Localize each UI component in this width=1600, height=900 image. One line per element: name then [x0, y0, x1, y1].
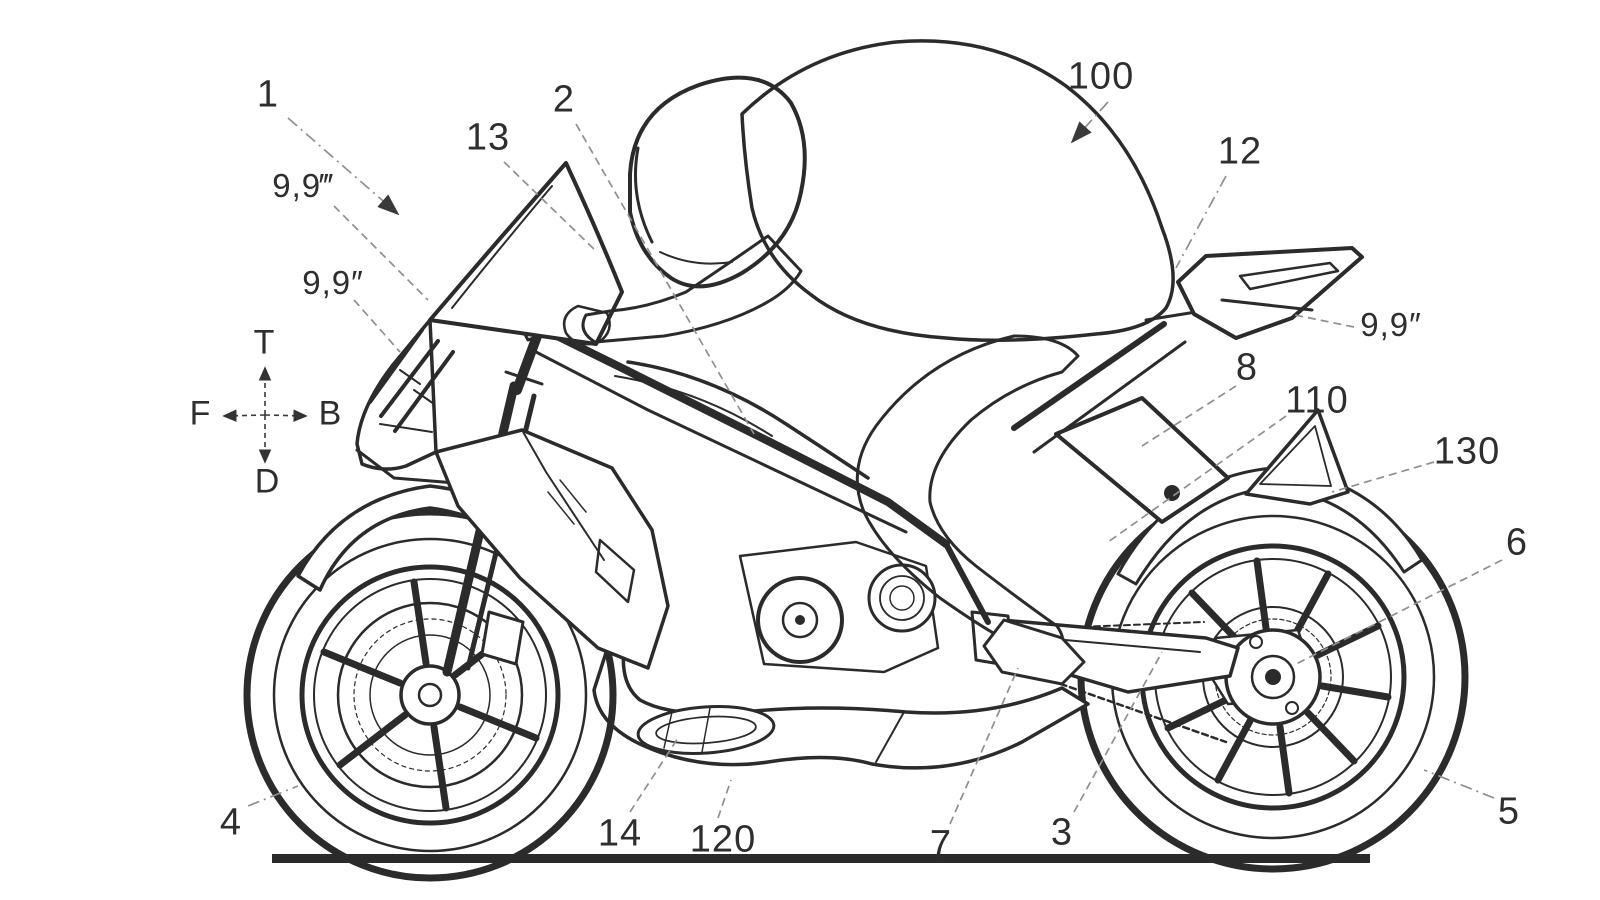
engine [738, 540, 940, 674]
compass-icon [222, 366, 308, 464]
side-panel [434, 428, 670, 670]
compass-letter-down: D [254, 462, 280, 501]
front-wheel [243, 508, 617, 882]
front-winglets [368, 328, 455, 433]
tail-fin [1244, 408, 1350, 506]
rider-torso [740, 39, 1175, 342]
front-fairing [355, 161, 670, 670]
compass-letter-back: B [318, 394, 342, 433]
brake-disc [336, 601, 524, 789]
compass-letter-top: T [253, 323, 275, 362]
brake-caliper [480, 610, 525, 666]
compass-letter-front: F [189, 394, 211, 433]
tail-cowl [1176, 246, 1364, 340]
windscreen [428, 161, 624, 346]
rider-leg [855, 334, 1080, 656]
ground-line [272, 854, 1370, 863]
rider-helmet [628, 75, 807, 289]
helmet-visor [633, 146, 654, 244]
